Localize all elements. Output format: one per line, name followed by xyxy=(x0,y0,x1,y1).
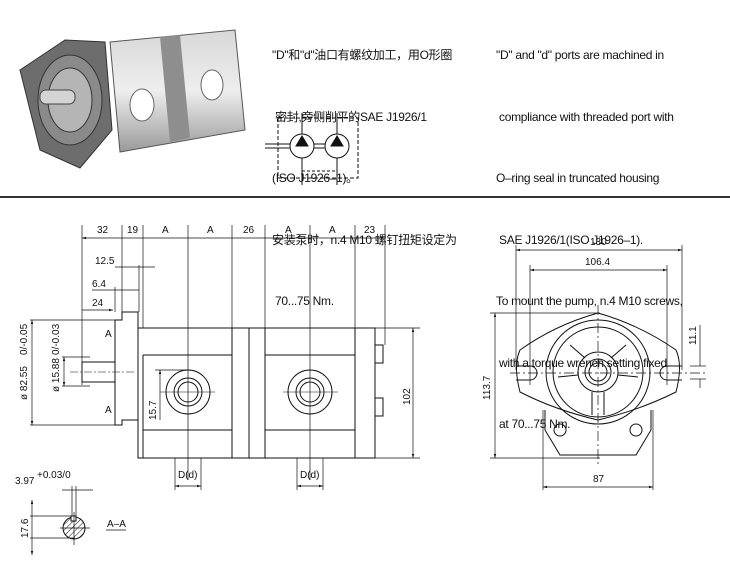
dim-label: 12.5 xyxy=(95,256,115,267)
note-line: compliance with threaded port with xyxy=(496,109,674,124)
note-line: To mount the pump, n.4 M10 screws, xyxy=(496,294,683,308)
dim-label: 130 xyxy=(590,237,607,248)
dim-label: 19 xyxy=(127,225,139,236)
notes-english: "D" and "d" ports are machined in compli… xyxy=(496,4,683,455)
dim-tolerance: 0/-0.05 xyxy=(19,323,30,355)
section-label: A–A xyxy=(107,519,126,530)
dim-label: 106.4 xyxy=(585,257,610,268)
note-line: O–ring seal in truncated housing xyxy=(496,171,660,185)
front-view-labels: 130 106.4 113.7 11.1 87 xyxy=(482,237,699,485)
port-label: D(d) xyxy=(178,470,197,481)
dim-label: 11.1 xyxy=(688,326,699,345)
note-line: SAE J1926/1(ISO J1926–1). xyxy=(496,232,643,247)
dim-label: 87 xyxy=(593,474,605,485)
hydraulic-symbol xyxy=(265,113,359,185)
dim-label: A xyxy=(329,225,336,236)
dim-label: A xyxy=(162,225,169,236)
section-mark: A xyxy=(105,405,112,416)
dim-label: 32 xyxy=(97,225,109,236)
side-view-labels: 32 19 A A 26 A A 23 12.5 6.4 24 A A ø 82… xyxy=(19,225,413,481)
dim-label: 17.6 xyxy=(20,518,31,538)
dim-tolerance: +0.03/0 xyxy=(37,470,71,481)
pump-3d-render xyxy=(19,29,246,169)
section-a-a xyxy=(30,486,126,555)
note-line: 70...75 Nm. xyxy=(272,294,334,308)
dim-label: 26 xyxy=(243,225,255,236)
dim-label: ø 82.55 xyxy=(19,366,30,400)
front-view xyxy=(490,245,706,490)
note-line: "D"和"d"油口有螺纹加工，用O形圈 xyxy=(272,48,453,62)
dim-label: A xyxy=(207,225,214,236)
note-line: with a torque wrench setting fixed xyxy=(496,355,667,370)
side-view xyxy=(30,225,420,490)
dim-label: A xyxy=(285,225,292,236)
section-mark: A xyxy=(105,329,112,340)
dim-label: 24 xyxy=(92,298,104,309)
dim-label: 102 xyxy=(402,388,413,405)
note-line: "D" and "d" ports are machined in xyxy=(496,48,664,62)
dim-label: 15.7 xyxy=(148,400,159,420)
port-label: D(d) xyxy=(300,470,319,481)
dim-tolerance: 0/-0.03 xyxy=(51,323,62,355)
dim-label: 6.4 xyxy=(92,279,106,290)
dim-label: 3.97 xyxy=(15,476,35,487)
dim-label: 23 xyxy=(364,225,376,236)
dim-label: 113.7 xyxy=(482,375,493,400)
dim-label: ø 15.88 xyxy=(51,358,62,392)
